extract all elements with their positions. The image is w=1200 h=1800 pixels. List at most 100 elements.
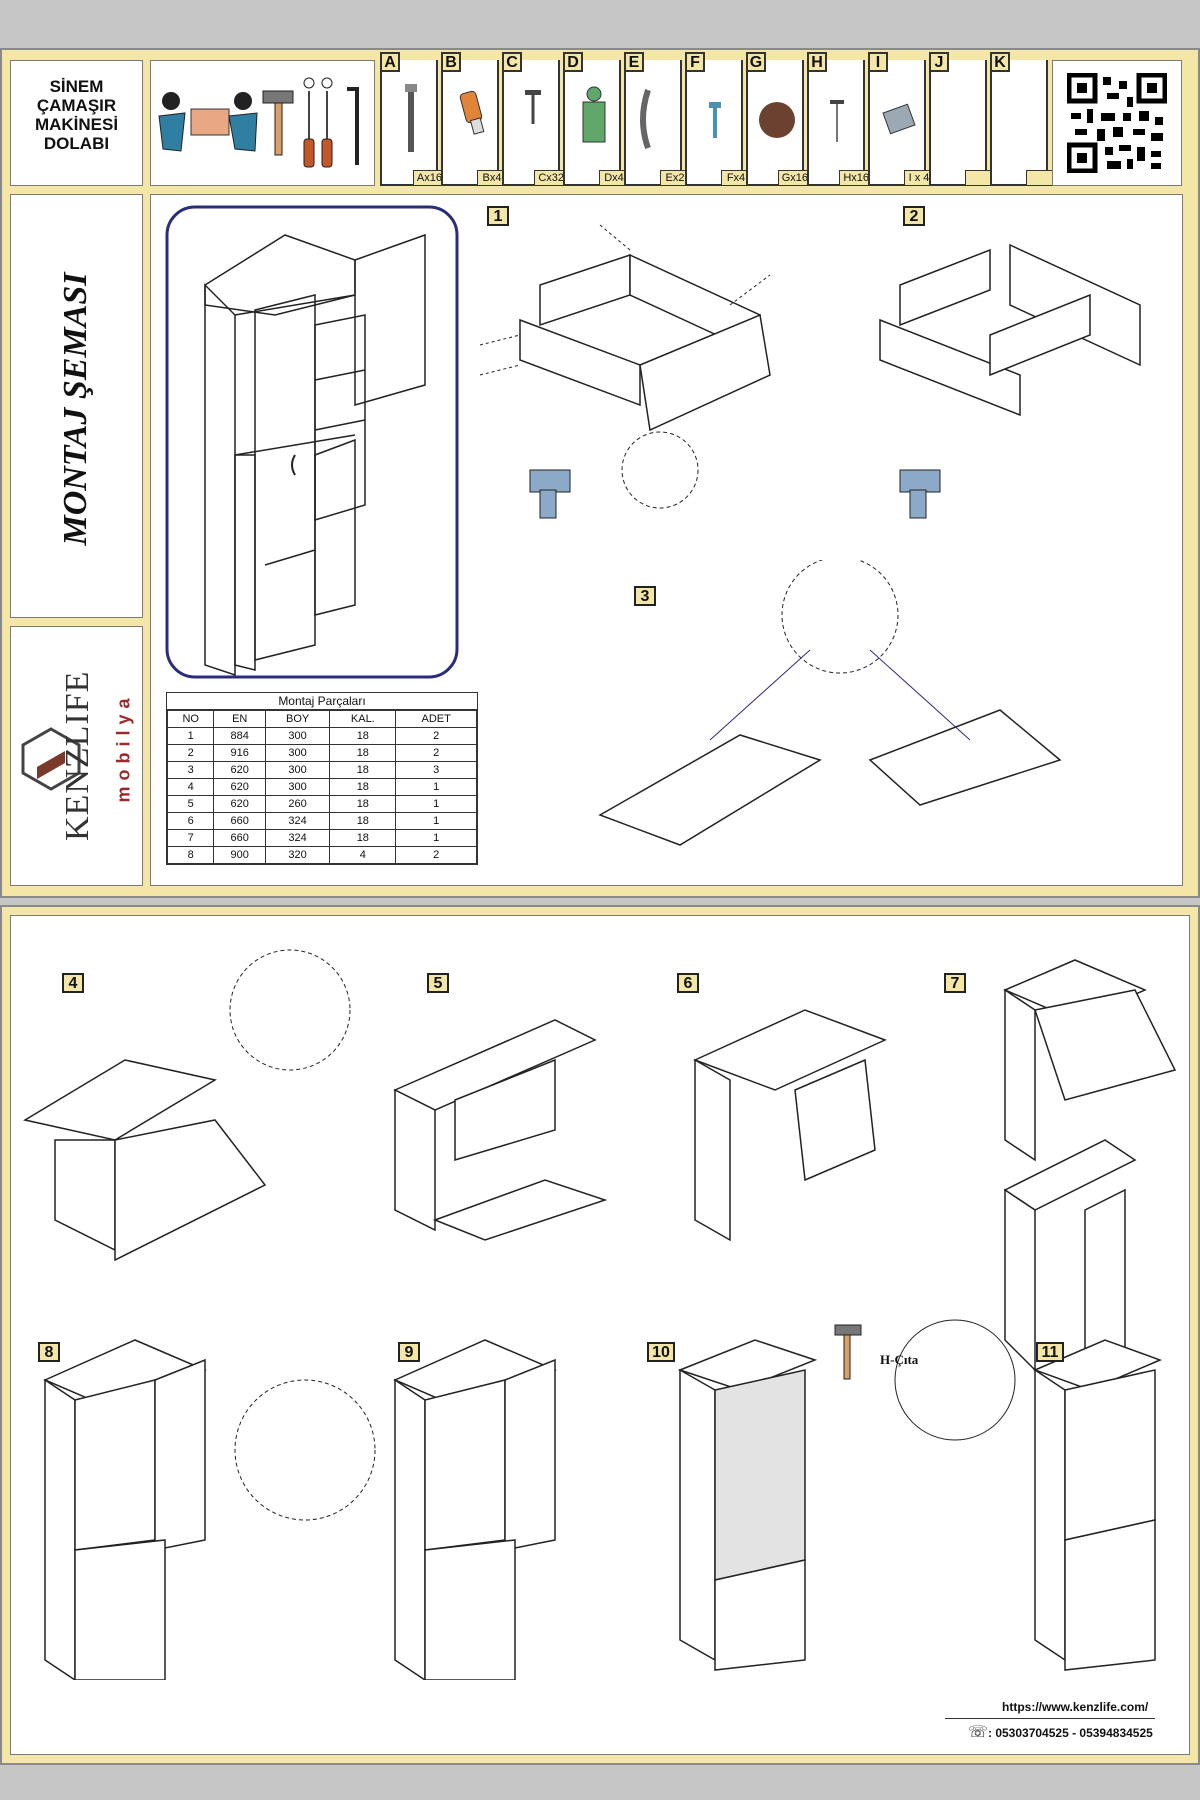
hammer-icon bbox=[834, 1324, 862, 1380]
table-cell: 1 bbox=[395, 812, 477, 830]
hardware-item-j: J bbox=[929, 52, 995, 186]
hardware-letter: E bbox=[624, 52, 644, 72]
title-line: MAKİNESİ bbox=[34, 115, 119, 134]
tools-cell bbox=[150, 60, 375, 186]
table-cell: 620 bbox=[213, 761, 266, 779]
table-cell: 620 bbox=[213, 795, 266, 813]
hinge-detail-callout bbox=[229, 949, 351, 1071]
step-number: 4 bbox=[62, 973, 84, 993]
dowel-screw-icon bbox=[405, 84, 417, 152]
cover-cap-icon bbox=[759, 102, 795, 138]
hardware-quantity: Cx32 bbox=[534, 170, 568, 186]
connector-bracket-icon bbox=[882, 103, 916, 135]
hardware-quantity: I x 4 bbox=[904, 170, 934, 186]
table-cell: 260 bbox=[264, 795, 331, 813]
table-cell: 3 bbox=[166, 761, 215, 779]
step-number: 9 bbox=[398, 1342, 420, 1362]
parts-table-caption: Montaj Parçaları bbox=[167, 693, 477, 710]
step-number: 7 bbox=[944, 973, 966, 993]
phone-numbers[interactable]: : 05303704525 - 05394834525 bbox=[988, 1726, 1153, 1740]
steps-4-11-drawing bbox=[23, 949, 1177, 1680]
table-cell: 660 bbox=[213, 829, 266, 847]
hardware-quantity: Ex2 bbox=[660, 170, 690, 186]
step-number: 10 bbox=[647, 1342, 675, 1362]
table-cell: 8 bbox=[166, 846, 215, 864]
table-cell: 4 bbox=[329, 846, 397, 864]
tools-illustration bbox=[158, 77, 359, 168]
brand-logo-icon bbox=[21, 727, 81, 791]
hardware-letter: I bbox=[868, 52, 888, 72]
table-cell: 18 bbox=[329, 744, 397, 762]
hardware-quantity: Ax16 bbox=[412, 170, 446, 186]
table-cell: 3 bbox=[395, 761, 477, 779]
step-3-drawing bbox=[598, 560, 1062, 846]
table-cell: 4 bbox=[166, 778, 215, 796]
title-line: SİNEM bbox=[49, 77, 104, 96]
hinge-icon bbox=[582, 86, 606, 143]
table-cell: 18 bbox=[329, 778, 397, 796]
table-cell: 18 bbox=[329, 829, 397, 847]
table-header: ADET bbox=[395, 710, 477, 728]
website-link[interactable]: https://www.kenzlife.com/ bbox=[1002, 1700, 1149, 1714]
hardware-quantity: Gx16 bbox=[777, 170, 812, 186]
table-cell: 1 bbox=[395, 829, 477, 847]
step-number: 5 bbox=[427, 973, 449, 993]
table-cell: 18 bbox=[329, 812, 397, 830]
hardware-quantity: Hx16 bbox=[839, 170, 873, 186]
table-cell: 1 bbox=[395, 795, 477, 813]
table-cell: 5 bbox=[166, 795, 215, 813]
table-cell: 2 bbox=[395, 846, 477, 864]
step-2-drawing bbox=[879, 243, 1141, 519]
step-number: 1 bbox=[487, 206, 509, 226]
step-number: 2 bbox=[903, 206, 925, 226]
qr-cell bbox=[1052, 60, 1182, 186]
drill-icon bbox=[529, 469, 571, 519]
table-cell: 324 bbox=[264, 812, 331, 830]
table-cell: 6 bbox=[166, 812, 215, 830]
wood-dowel-icon bbox=[459, 90, 485, 135]
brand-sub: mobilya bbox=[113, 692, 134, 803]
table-cell: 18 bbox=[329, 727, 397, 745]
table-cell: 884 bbox=[213, 727, 266, 745]
overview-cabinet-drawing bbox=[165, 205, 459, 679]
qr-code-icon[interactable] bbox=[1067, 73, 1167, 173]
hardware-item-k: K bbox=[990, 52, 1056, 186]
hammer-icon bbox=[262, 90, 294, 156]
handle-bolt-icon bbox=[709, 102, 721, 138]
h-strip-label: H-Çıta bbox=[880, 1352, 919, 1367]
table-cell: 320 bbox=[264, 846, 331, 864]
table-cell: 324 bbox=[264, 829, 331, 847]
title-cell: SİNEM ÇAMAŞIR MAKİNESİ DOLABI bbox=[10, 60, 143, 186]
person-icon bbox=[162, 92, 180, 110]
step-1-drawing bbox=[479, 224, 771, 519]
title-line: ÇAMAŞIR bbox=[36, 96, 117, 115]
table-header: BOY bbox=[264, 710, 331, 728]
hardware-quantity: Bx4 bbox=[477, 170, 507, 186]
hardware-letter: D bbox=[563, 52, 583, 72]
bracket-detail-callout bbox=[234, 1379, 376, 1521]
hardware-letter: A bbox=[380, 52, 400, 72]
table-cell: 900 bbox=[213, 846, 266, 864]
table-cell: 1 bbox=[395, 778, 477, 796]
hardware-letter: J bbox=[929, 52, 949, 72]
hardware-letter: G bbox=[746, 52, 766, 72]
hardware-letter: K bbox=[990, 52, 1010, 72]
table-cell: 300 bbox=[264, 744, 331, 762]
table-cell: 300 bbox=[264, 778, 331, 796]
h-strip-detail-callout bbox=[894, 1319, 1016, 1441]
table-cell: 620 bbox=[213, 778, 266, 796]
nail-icon bbox=[830, 100, 844, 142]
diagram-title: MONTAJ ŞEMASI bbox=[57, 272, 94, 546]
step-number: 6 bbox=[677, 973, 699, 993]
hardware-quantity: Fx4 bbox=[721, 170, 751, 186]
screw-icon bbox=[525, 90, 541, 124]
